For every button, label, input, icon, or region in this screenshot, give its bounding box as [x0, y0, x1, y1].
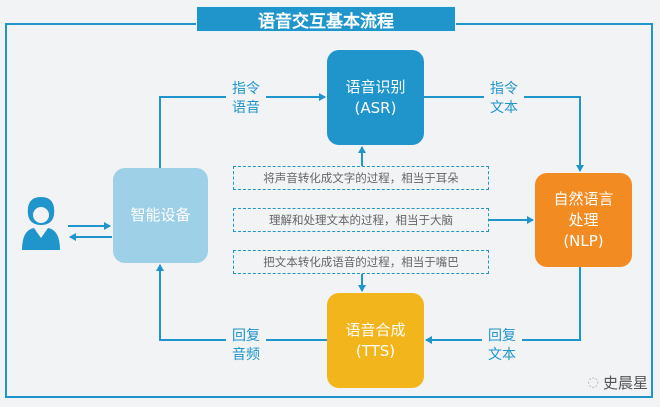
note-nlp: 理解和处理文本的过程，相当于大脑: [233, 208, 489, 232]
arrow-device-to-asr: [159, 93, 326, 168]
tts-node: 语音合成 (TTS): [327, 293, 424, 388]
arrow-nlp-to-tts: [425, 267, 581, 344]
note-asr: 将声音转化成文字的过程，相当于耳朵: [233, 166, 489, 190]
edge-label-line: 回复: [488, 328, 516, 344]
note-tts: 把文本转化成语音的过程，相当于嘴巴: [233, 250, 489, 274]
edge-label-reply-audio: 回复 音频: [226, 327, 266, 365]
nlp-node: 自然语言 处理 (NLP): [535, 173, 632, 267]
edge-label-line: 语音: [232, 100, 260, 116]
edge-label-line: 指令: [232, 81, 260, 97]
asr-abbr: (ASR): [354, 98, 397, 117]
asr-label: 语音识别: [345, 77, 406, 96]
watermark-text: 史晨星: [602, 374, 648, 392]
nlp-label-1: 自然语言: [553, 189, 614, 208]
edge-label-line: 回复: [232, 328, 260, 344]
wechat-icon: ◌: [587, 375, 599, 390]
arrow-tts-to-device: [156, 264, 327, 341]
nlp-abbr: (NLP): [563, 231, 604, 250]
tts-abbr: (TTS): [355, 341, 396, 360]
user-icon: [22, 197, 60, 250]
nlp-label-2: 处理: [568, 210, 599, 229]
arrow-asr-to-nlp: [424, 96, 584, 172]
edge-label-line: 文本: [488, 347, 516, 363]
edge-label-line: 文本: [490, 100, 518, 116]
edge-label-line: 指令: [490, 81, 518, 97]
tts-label: 语音合成: [345, 320, 406, 339]
edge-label-reply-text: 回复 文本: [482, 327, 522, 365]
watermark: ◌ 史晨星: [588, 372, 648, 393]
diagram-title: 语音交互基本流程: [196, 6, 456, 32]
edge-label-line: 音频: [232, 347, 260, 363]
device-label: 智能设备: [130, 206, 191, 224]
edge-label-command-text: 指令 文本: [484, 80, 524, 118]
smart-device-node: 智能设备: [113, 168, 208, 263]
asr-node: 语音识别 (ASR): [327, 50, 424, 145]
edge-label-command-speech: 指令 语音: [226, 80, 266, 118]
